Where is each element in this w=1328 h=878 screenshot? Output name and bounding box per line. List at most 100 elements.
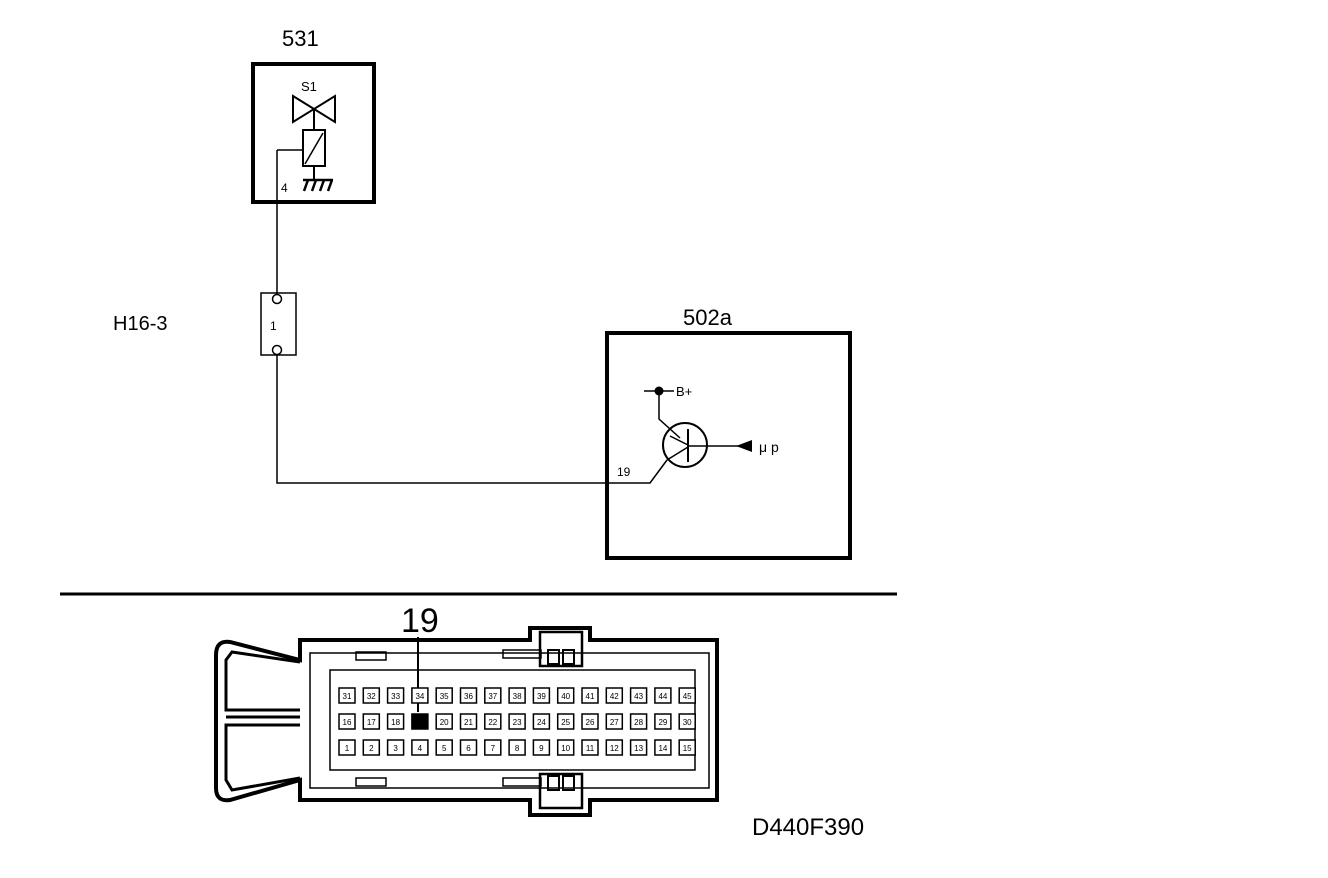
connector-latch — [224, 650, 301, 792]
pin-number-label: 20 — [440, 718, 449, 727]
pin-number-label: 13 — [634, 744, 643, 753]
pin-number-label: 7 — [491, 744, 496, 753]
pin-cavity — [629, 739, 648, 756]
pin-number-label: 5 — [442, 744, 447, 753]
pin-cavity — [459, 713, 478, 730]
top-key-right — [502, 649, 542, 659]
pin-cavity — [411, 687, 429, 704]
pin-cavity — [532, 713, 551, 730]
pin-cavity — [556, 739, 575, 756]
pin-cavity — [605, 687, 624, 704]
pin-cavity — [362, 739, 381, 756]
module-502a-label: 502a — [683, 305, 733, 330]
connector-h16-3: H16-3 1 — [113, 292, 297, 356]
pin-number-label: 26 — [586, 718, 595, 727]
highlight-pin-callout: 19 — [401, 602, 439, 640]
pin-number-label: 10 — [561, 744, 570, 753]
pin-cavity — [581, 739, 599, 756]
pin-number-label: 41 — [586, 692, 595, 701]
pin-cavity — [386, 739, 405, 756]
pin-number-label: 37 — [488, 692, 497, 701]
pin-number-label: 12 — [610, 744, 619, 753]
pin-number-label: 33 — [391, 692, 400, 701]
pin-number-label: 16 — [343, 718, 352, 727]
pin-number-label: 35 — [440, 692, 449, 701]
valve-label: S1 — [301, 79, 317, 94]
bottom-key-right — [502, 777, 542, 787]
connector-h16-pin: 1 — [270, 319, 277, 333]
ground-icon — [302, 178, 334, 192]
pin-cavity — [508, 739, 526, 756]
pin-cavity — [654, 687, 672, 704]
component-531: 531 S1 4 — [251, 26, 376, 204]
pin-cavity — [654, 739, 672, 756]
top-lock-tab-slot-1 — [547, 649, 560, 665]
control-label: μ p — [759, 439, 779, 455]
valve-icon — [292, 94, 336, 124]
pin-number-label: 15 — [683, 744, 692, 753]
top-key-left — [355, 651, 387, 661]
top-lock-tab-slot-2 — [562, 649, 575, 665]
supply-wire — [658, 391, 681, 439]
module-502a: 502a B+ μ p 19 — [605, 305, 852, 560]
transistor-icon — [662, 422, 708, 468]
pin-cavity — [386, 687, 405, 704]
pin-cavity — [508, 713, 526, 730]
pin-cavity — [629, 687, 648, 704]
pin-number-label: 11 — [586, 744, 595, 753]
pin-number-label: 9 — [539, 744, 544, 753]
pin-number-label: 42 — [610, 692, 619, 701]
pin-cavity — [678, 739, 696, 756]
component-531-box — [251, 62, 376, 204]
pin-cavity — [508, 687, 526, 704]
pin-number-label: 17 — [367, 718, 376, 727]
component-531-pin: 4 — [281, 181, 288, 195]
pin-cavity — [629, 713, 648, 730]
pin-number-label: 25 — [561, 718, 570, 727]
bottom-lock-tab-slot-2 — [562, 775, 575, 791]
module-502a-pin: 19 — [617, 465, 631, 479]
pin-number-label: 1 — [345, 744, 350, 753]
pin-cavity — [556, 687, 575, 704]
wire-h16-to-502a — [276, 355, 668, 484]
pin-cavity — [678, 713, 696, 730]
connector-h16-top-terminal — [271, 293, 283, 305]
pin-cavity — [435, 739, 453, 756]
pin-number-label: 4 — [418, 744, 423, 753]
pin-number-label: 32 — [367, 692, 376, 701]
pin-cavity — [605, 739, 624, 756]
pin-cavity — [581, 713, 599, 730]
pin-cavity-highlighted — [411, 713, 429, 730]
pin-number-label: 29 — [658, 718, 667, 727]
pin-number-label: 21 — [464, 718, 473, 727]
pin-number-label: 27 — [610, 718, 619, 727]
module-502a-box — [605, 331, 852, 560]
connector-h16-label: H16-3 — [113, 313, 167, 335]
pin-number-label: 8 — [515, 744, 520, 753]
pin-number-label: 2 — [369, 744, 374, 753]
pin-number-label: 34 — [415, 692, 424, 701]
pin-number-label: 18 — [391, 718, 400, 727]
pin-number-label: 45 — [683, 692, 692, 701]
pin-number-label: 44 — [658, 692, 667, 701]
pin-number-label: 6 — [466, 744, 471, 753]
pin-number-label: 40 — [561, 692, 570, 701]
pin-cavity — [484, 687, 502, 704]
connector-inner-frame — [309, 652, 710, 789]
pin-cavity — [435, 713, 453, 730]
pin-cavity — [484, 739, 502, 756]
pin-cavity — [459, 687, 478, 704]
pin-cavity — [484, 713, 502, 730]
bottom-lock-tab — [538, 772, 584, 810]
pin-cavity — [338, 739, 356, 756]
pin-number-label: 43 — [634, 692, 643, 701]
pin-cavity — [386, 713, 405, 730]
pin-cavity — [605, 713, 624, 730]
pin-number-label: 3 — [393, 744, 398, 753]
supply-label: B+ — [676, 384, 692, 399]
top-lock-tab — [538, 630, 584, 668]
figure-code: D440F390 — [752, 814, 864, 841]
